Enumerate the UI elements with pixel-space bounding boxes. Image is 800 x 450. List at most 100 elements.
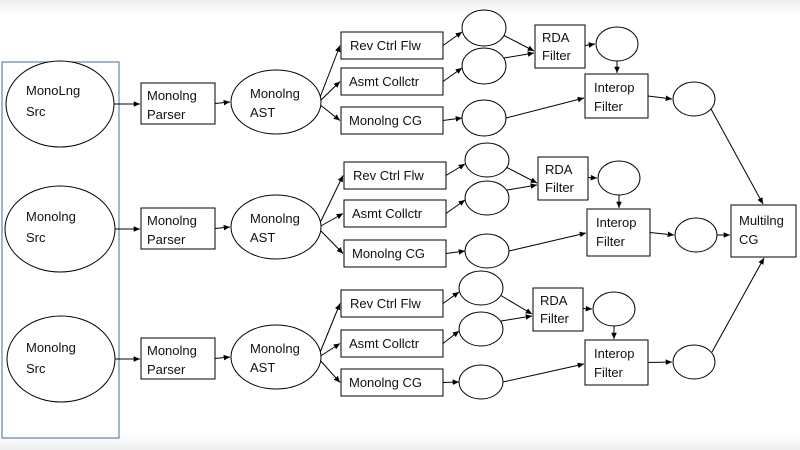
- row-1-interop-output-node: [672, 81, 716, 117]
- row-2-edge-cgout-interop: [508, 231, 587, 252]
- row-3-rda-filter-node-label-2: Filter: [540, 311, 570, 326]
- row-3-edge-asmt-out: [442, 330, 460, 344]
- row-2-rda-filter-node-label-2: Filter: [545, 180, 575, 195]
- row-2-edge-ast-rev: [318, 175, 344, 226]
- row-1-rev-ctrl-flw-node: [340, 31, 444, 60]
- row-2-parser-node-label-1: Monolng: [147, 213, 197, 228]
- row-3-edge-revout-rda: [499, 294, 533, 315]
- row-3-rev-output-node: [458, 270, 504, 306]
- row-3-ast-node: [230, 324, 322, 390]
- row-2-ast-node: [230, 194, 322, 260]
- row-1-edge-cg-out: [442, 116, 463, 122]
- row-3-edge-cgout-interop: [502, 362, 585, 383]
- row-3-ast-node-label-1: Monolng: [250, 341, 300, 356]
- row-2-rev-output-node: [464, 142, 510, 178]
- row-1-edge-ast-rev: [318, 45, 341, 101]
- edge-row-1-to-multilng: [710, 108, 764, 205]
- row-3-edge-rev-out: [442, 291, 460, 304]
- row-2-edge-ast-asmt: [318, 213, 344, 228]
- row-3-asmt-output-node: [458, 311, 504, 347]
- row-3-edge-rda-out: [582, 305, 593, 312]
- row-1-edge-ast-asmt: [318, 81, 341, 103]
- row-3-cg-output-node: [458, 364, 504, 400]
- row-3-interop-output-node: [672, 344, 716, 380]
- row-2-parser-node: [140, 207, 216, 250]
- row-1-source-node-label-1: MonoLng: [26, 83, 80, 98]
- row-1-edge-ast-cg: [318, 103, 341, 121]
- row-2-edge-ast-cg: [318, 228, 344, 254]
- row-2-asmt-output-node: [464, 180, 510, 216]
- row-2-rev-ctrl-flw-node-label-1: Rev Ctrl Flw: [353, 168, 424, 183]
- row-1-edge-rev-out: [442, 31, 463, 46]
- row-2-monolng-cg-node-label-1: Monolng CG: [352, 246, 425, 261]
- edges: [114, 31, 765, 385]
- row-3-rda-output-node: [592, 291, 636, 327]
- row-2-rda-filter-node: [537, 156, 589, 201]
- row-3-edge-ast-asmt: [318, 343, 341, 358]
- row-2-edge-asmtout-rda: [506, 183, 538, 191]
- row-3-source-node-label-2: Src: [26, 361, 46, 376]
- row-2-edge-revout-rda: [505, 166, 538, 184]
- row-2-edge-asmt-out: [445, 199, 466, 214]
- row-1-asmt-collctr-node: [340, 67, 444, 96]
- row-2-edge-cg-out: [445, 249, 466, 255]
- row-2-rda-output-node: [597, 160, 641, 196]
- row-1-asmt-collctr-node-label-1: Asmt Collctr: [349, 74, 420, 89]
- row-3-parser-node: [140, 337, 216, 380]
- row-2-interop-filter-node: [586, 208, 651, 257]
- row-3-monolng-cg-node-label-1: Monolng CG: [349, 375, 422, 390]
- row-1-monolng-cg-node: [340, 106, 444, 135]
- row-1-source-node-label-2: Src: [26, 104, 46, 119]
- row-3-parser-node-label-2: Parser: [147, 362, 186, 377]
- row-2-source-node-label-2: Src: [26, 230, 46, 245]
- row-3-source-node-label-1: Monolng: [26, 340, 76, 355]
- row-1-monolng-cg-node-label-1: Monolng CG: [349, 113, 422, 128]
- row-1-rda-filter-node-label-2: Filter: [542, 48, 572, 63]
- row-1-edge-revout-rda: [502, 34, 535, 52]
- row-1-edge-cgout-interop: [505, 96, 585, 119]
- row-3-ast-node-label-2: AST: [250, 360, 275, 375]
- row-1-rda-filter-node: [534, 24, 586, 69]
- row-1-edge-interop-out: [647, 95, 673, 101]
- row-1-rev-output-node: [461, 9, 507, 47]
- row-2-edge-interop-out: [649, 231, 675, 238]
- row-1-edge-asmt-out: [442, 67, 463, 82]
- row-2-asmt-collctr-node-label-1: Asmt Collctr: [352, 206, 423, 221]
- row-1-edge-asmtout-rda: [503, 51, 535, 59]
- row-3-source-node: [6, 315, 116, 403]
- row-1-asmt-output-node: [461, 47, 507, 85]
- row-2-edge-rda-out: [587, 174, 598, 181]
- row-2-edge-rev-out: [445, 163, 466, 176]
- row-2-source-node-label-1: Monolng: [26, 209, 76, 224]
- row-1-interop-filter-node-label-2: Filter: [594, 99, 624, 114]
- row-1-rda-output-node: [595, 26, 639, 62]
- row-3-interop-filter-node-label-1: Interop: [594, 346, 634, 361]
- row-3-edge-interop-out: [647, 359, 673, 365]
- row-1-parser-node-label-1: Monolng: [147, 88, 197, 103]
- row-1-parser-node-label-2: Parser: [147, 107, 186, 122]
- row-1-cg-output-node: [461, 99, 507, 137]
- multilng-cg-node: [730, 204, 797, 258]
- row-3-rda-filter-node: [532, 287, 584, 332]
- row-2-rev-ctrl-flw-node: [343, 161, 447, 190]
- row-2-cg-output-node: [464, 233, 510, 269]
- row-3-edge-asmtout-rda: [500, 314, 533, 322]
- row-1-ast-node-label-2: AST: [250, 105, 275, 120]
- row-1-interop-filter-node-label-1: Interop: [594, 80, 634, 95]
- row-3-edge-ast-cg: [318, 358, 341, 383]
- row-1-edge-rda-out: [584, 42, 596, 48]
- row-1-ast-node: [230, 69, 322, 135]
- row-3-asmt-collctr-node-label-1: Asmt Collctr: [349, 336, 420, 351]
- row-2-edge-parser-ast: [214, 224, 231, 231]
- row-2-interop-filter-node-label-1: Interop: [596, 215, 636, 230]
- edge-row-3-to-multilng: [711, 257, 765, 353]
- row-1-rda-filter-node-label-1: RDA: [542, 30, 570, 45]
- row-3-edge-ast-rev: [318, 303, 341, 356]
- row-2-rda-filter-node-label-1: RDA: [545, 162, 573, 177]
- row-3-parser-node-label-1: Monolng: [147, 343, 197, 358]
- row-2-monolng-cg-node: [343, 239, 447, 268]
- row-1-interop-filter-node: [584, 73, 649, 119]
- row-3-rev-ctrl-flw-node: [340, 289, 444, 318]
